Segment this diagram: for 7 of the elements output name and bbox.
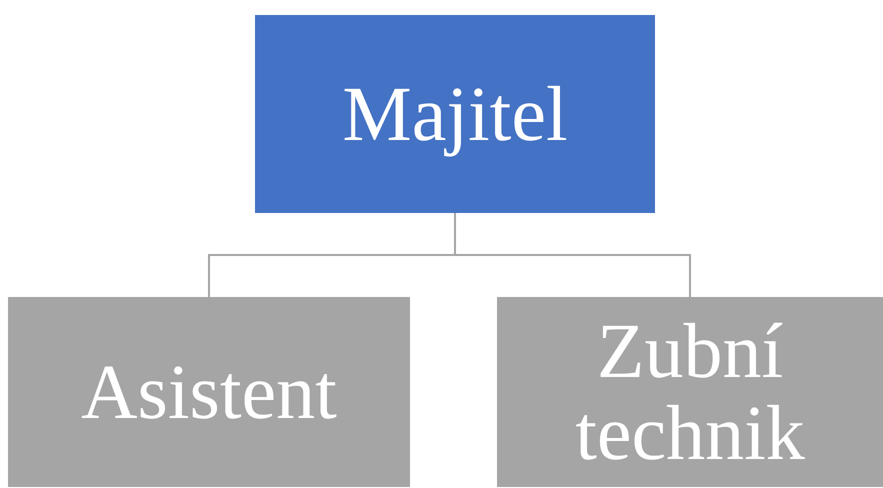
org-box — [497, 297, 883, 487]
box-label: Asistent — [81, 351, 337, 433]
box-label: Zubní technik — [574, 310, 806, 474]
org-box — [8, 297, 410, 487]
org-box — [255, 15, 655, 213]
connector-line — [454, 213, 691, 297]
box-label: Majitel — [342, 73, 568, 155]
